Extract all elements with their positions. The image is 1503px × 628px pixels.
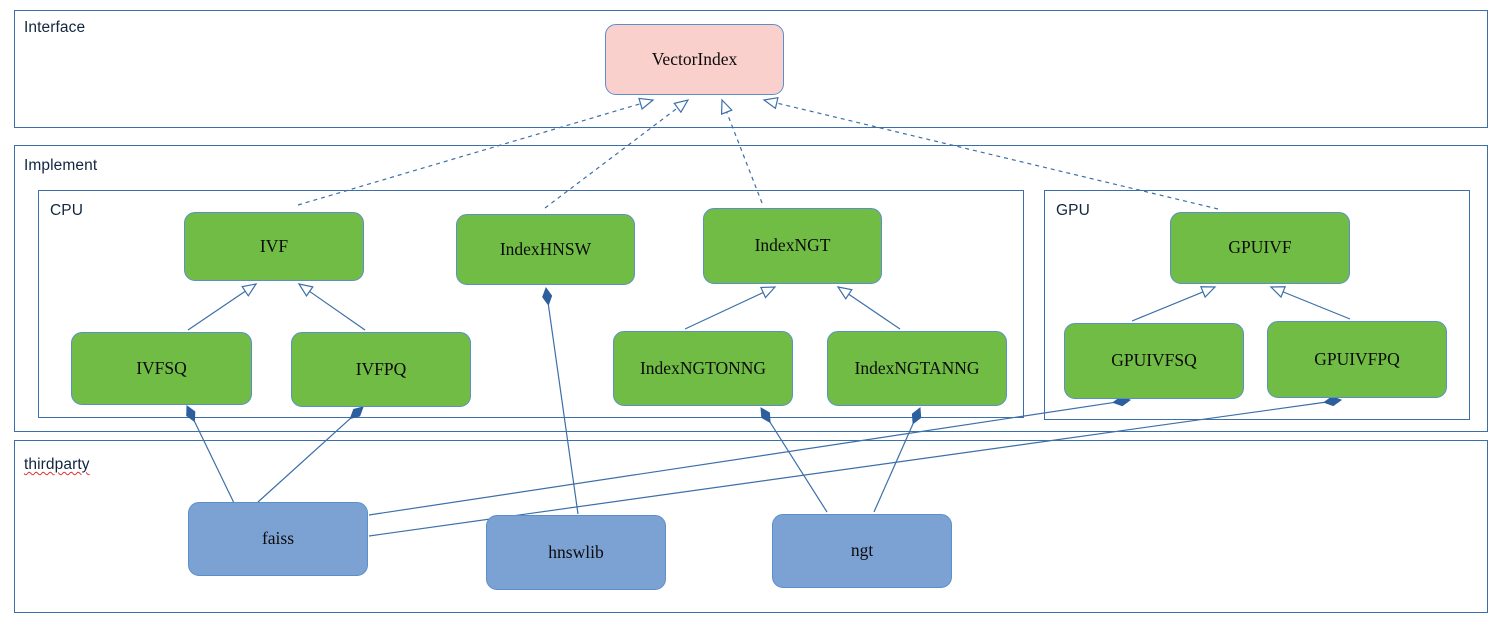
group-label-gpu: GPU (1056, 202, 1090, 219)
class-node-ivfpq[interactable]: IVFPQ (291, 332, 471, 407)
class-node-label: IVF (259, 235, 289, 256)
group-label-cpu: CPU (50, 202, 84, 219)
class-node-label: IndexNGT (754, 235, 831, 256)
class-node-label: IVFSQ (136, 357, 187, 378)
class-node-label: faiss (261, 528, 295, 549)
class-node-label: ngt (850, 540, 874, 561)
class-node-label: GPUIVFPQ (1314, 348, 1400, 369)
class-node-indexngt[interactable]: IndexNGT (703, 208, 882, 284)
class-node-label: GPUIVFSQ (1111, 350, 1197, 371)
class-node-indexngtonng[interactable]: IndexNGTONNG (613, 331, 793, 406)
class-node-label: IndexNGTONNG (639, 357, 767, 378)
class-node-indexngtanng[interactable]: IndexNGTANNG (827, 331, 1007, 406)
class-node-label: IVFPQ (355, 358, 407, 379)
class-node-label: hnswlib (548, 541, 604, 562)
class-node-vectorindex[interactable]: VectorIndex (605, 24, 784, 95)
group-label-interface: Interface (24, 19, 86, 36)
class-node-label: IndexNGTANNG (854, 357, 980, 378)
class-node-ivf[interactable]: IVF (184, 212, 364, 281)
class-node-gpuivfsq[interactable]: GPUIVFSQ (1064, 323, 1244, 399)
class-node-ivfsq[interactable]: IVFSQ (71, 332, 252, 405)
class-node-label: GPUIVF (1228, 237, 1292, 258)
group-label-implement: Implement (24, 157, 98, 174)
class-node-gpuivfpq[interactable]: GPUIVFPQ (1267, 321, 1447, 398)
group-label-thirdparty: thirdparty (24, 456, 90, 473)
class-node-label: VectorIndex (651, 48, 738, 69)
class-node-label: IndexHNSW (499, 238, 592, 259)
class-node-faiss[interactable]: faiss (188, 502, 368, 576)
class-node-ngt[interactable]: ngt (772, 514, 952, 588)
class-node-hnswlib[interactable]: hnswlib (486, 515, 666, 590)
class-node-indexhnsw[interactable]: IndexHNSW (456, 214, 635, 285)
class-node-gpuivf[interactable]: GPUIVF (1170, 212, 1350, 284)
